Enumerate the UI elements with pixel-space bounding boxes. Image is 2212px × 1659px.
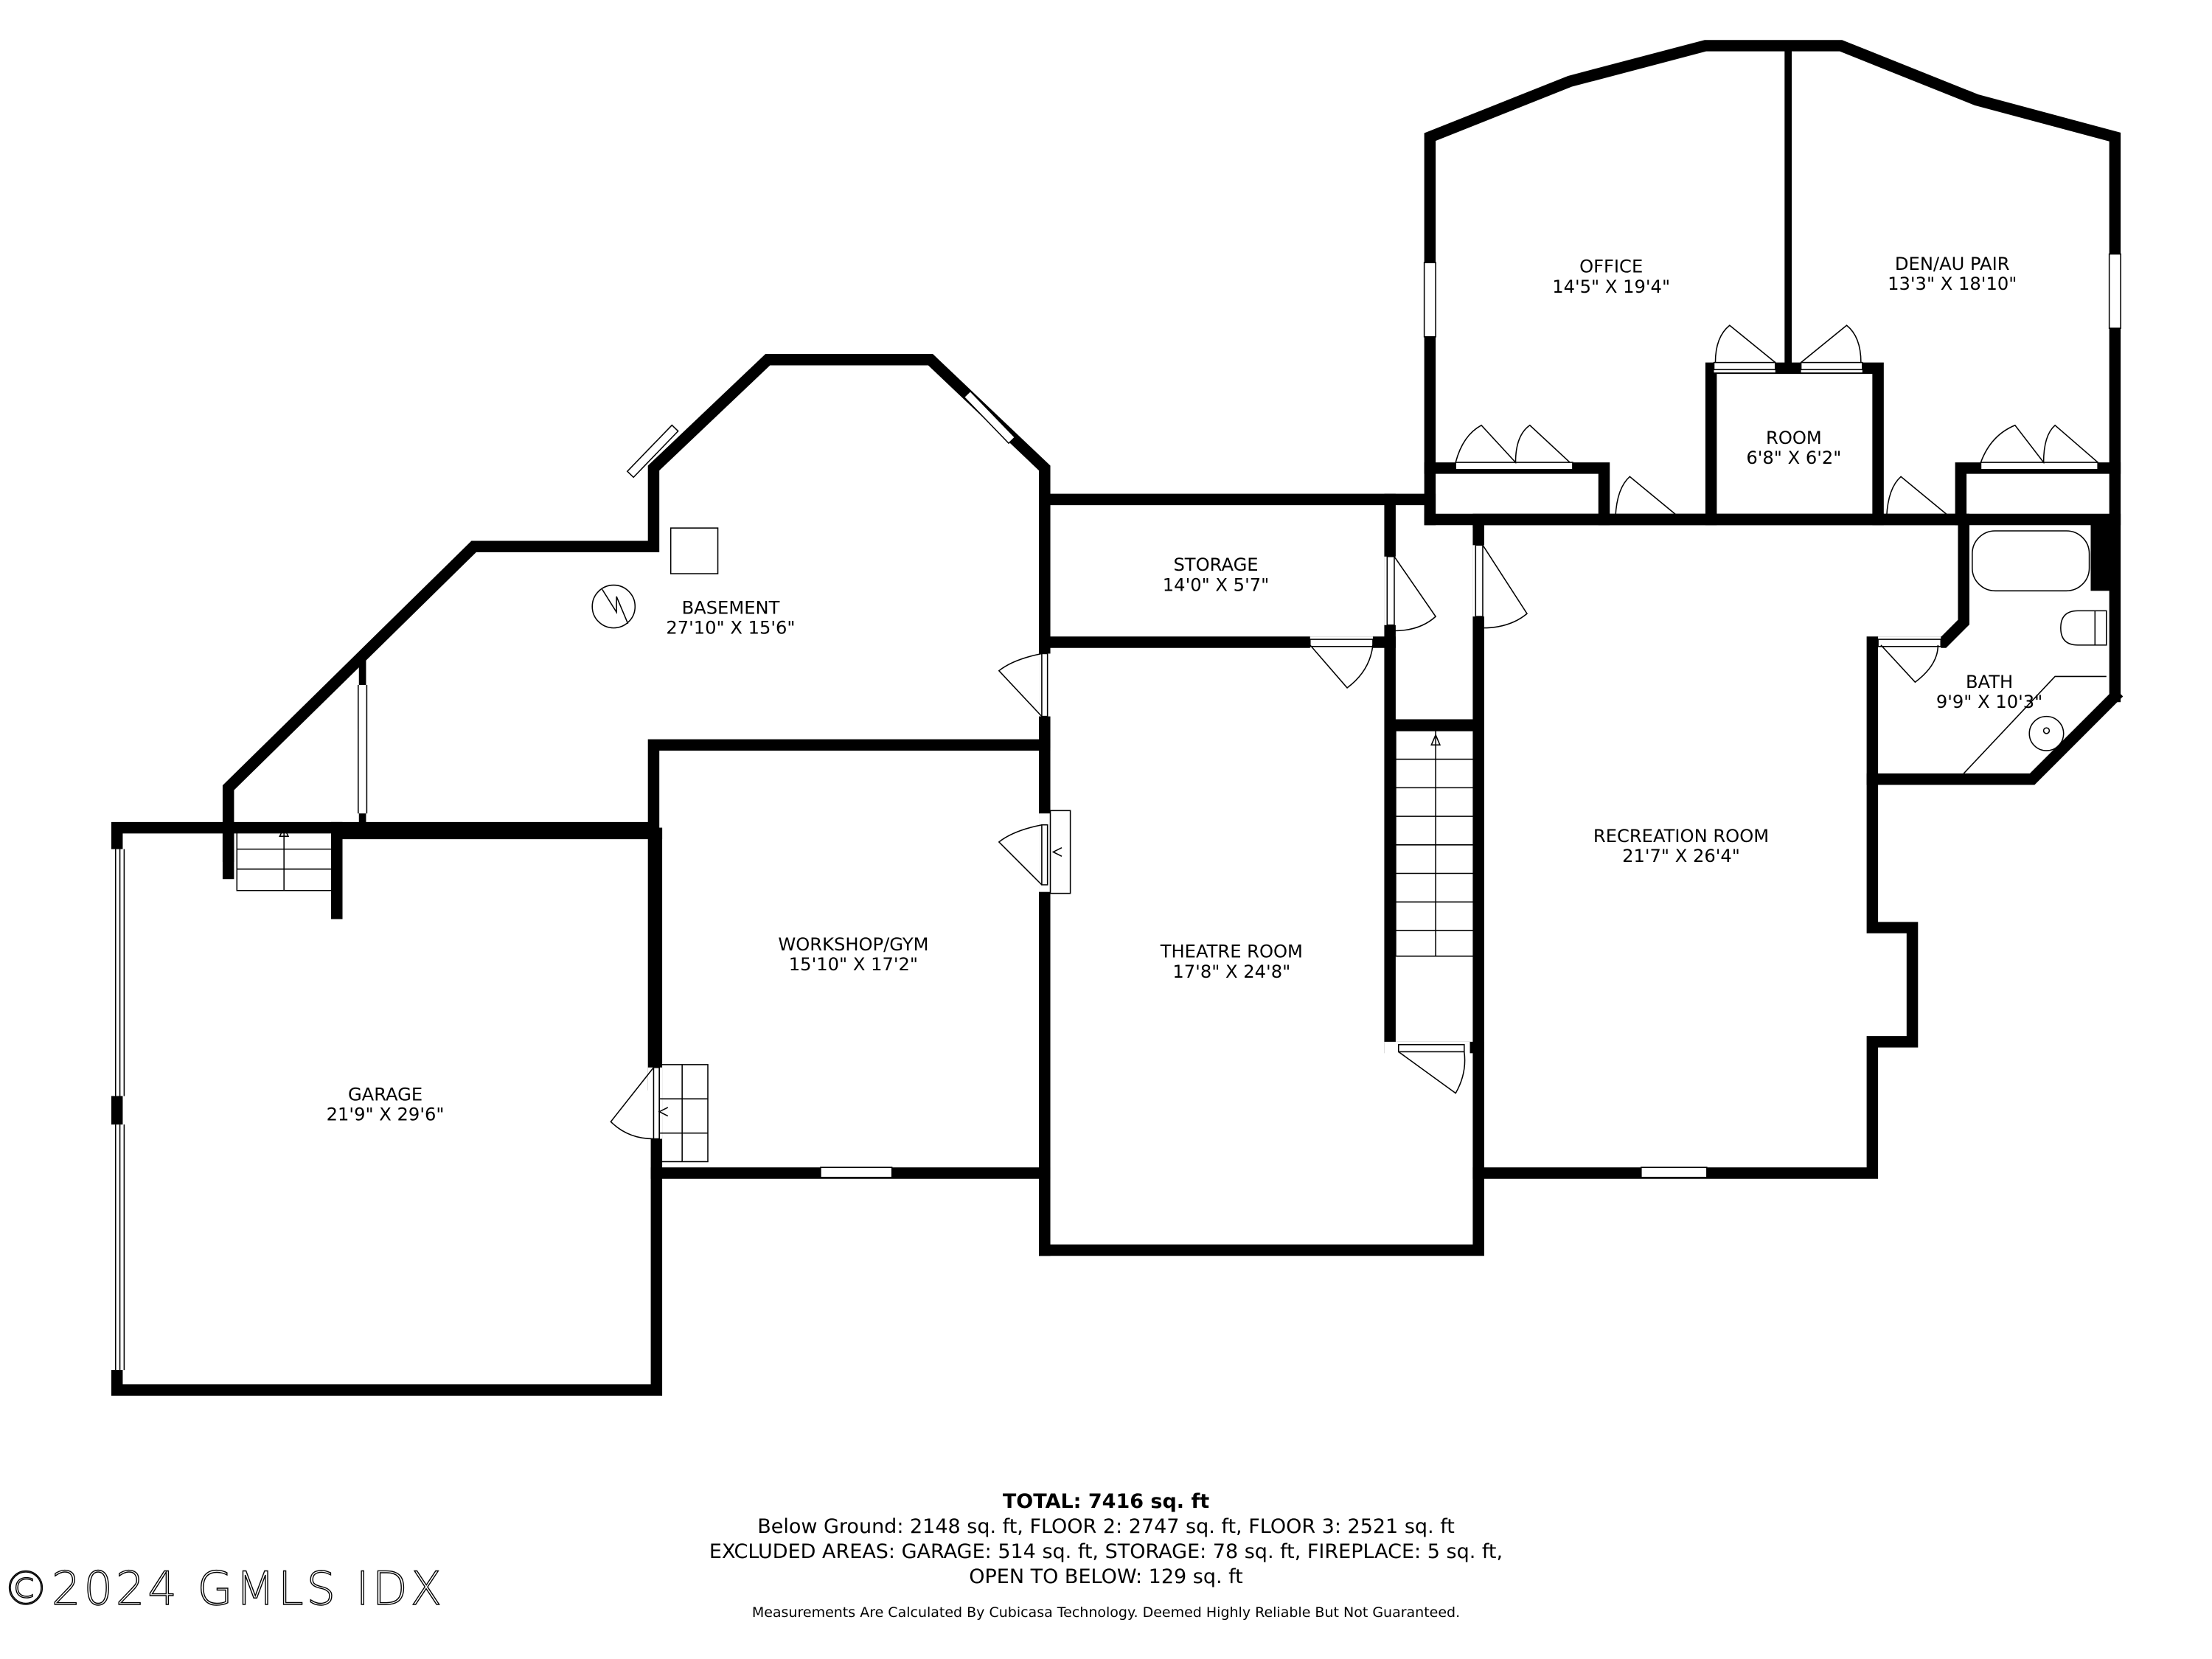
total-area: TOTAL: 7416 sq. ft (1002, 1490, 1210, 1513)
room-label-basement: BASEMENT 27'10" X 15'6" (666, 597, 795, 638)
svg-text:17'8" X 24'8": 17'8" X 24'8" (1172, 961, 1290, 982)
window (820, 1166, 893, 1178)
svg-text:14'5" X 19'4": 14'5" X 19'4" (1552, 276, 1670, 297)
bathtub-icon (1972, 530, 2090, 592)
open-to-below: OPEN TO BELOW: 129 sq. ft (969, 1565, 1243, 1588)
room-label-garage: GARAGE 21'9" X 29'6" (327, 1084, 445, 1124)
window (1423, 262, 1436, 338)
floor-breakdown: Below Ground: 2148 sq. ft, FLOOR 2: 2747… (757, 1515, 1455, 1538)
room-label-workshop: WORKSHOP/GYM 15'10" X 17'2" (778, 934, 928, 975)
bath-walls (1472, 513, 2111, 785)
window (1641, 1166, 1708, 1178)
disclaimer: Measurements Are Calculated By Cubicasa … (751, 1604, 1461, 1621)
svg-text:6'8" X 6'2": 6'8" X 6'2" (1746, 448, 1841, 468)
area-summary: TOTAL: 7416 sq. ft Below Ground: 2148 sq… (0, 1489, 2212, 1590)
stairs (222, 821, 343, 919)
window (963, 390, 1016, 445)
svg-text:9'9" X 10'3": 9'9" X 10'3" (1936, 692, 2042, 712)
svg-text:GARAGE: GARAGE (348, 1084, 422, 1105)
room-label-bath: BATH 9'9" X 10'3" (1936, 672, 2042, 712)
svg-text:27'10" X 15'6": 27'10" X 15'6" (666, 617, 795, 638)
sink-icon (2028, 715, 2065, 751)
room-label-office: OFFICE 14'5" X 19'4" (1552, 257, 1670, 297)
svg-text:ROOM: ROOM (1766, 428, 1822, 448)
svg-text:21'9" X 29'6": 21'9" X 29'6" (327, 1104, 445, 1124)
excluded-areas: EXCLUDED AREAS: GARAGE: 514 sq. ft, STOR… (709, 1540, 1503, 1563)
storage-theatre-walls (1039, 493, 2124, 1256)
door-swings-upper (1455, 324, 2098, 525)
svg-text:15'10" X 17'2": 15'10" X 17'2" (789, 954, 918, 975)
room-label-room: ROOM 6'8" X 6'2" (1746, 428, 1841, 468)
svg-text:21'7" X 26'4": 21'7" X 26'4" (1622, 846, 1740, 866)
toilet-icon (2060, 610, 2107, 646)
svg-text:BATH: BATH (1966, 672, 2013, 692)
room-label-recreation-room: RECREATION ROOM 21'7" X 26'4" (1593, 826, 1769, 866)
room-label-theatre: THEATRE ROOM 17'8" X 24'8" (1160, 942, 1303, 982)
svg-text:13'3" X 18'10": 13'3" X 18'10" (1888, 274, 2017, 294)
garage-walls (111, 821, 663, 1396)
svg-text:STORAGE: STORAGE (1173, 554, 1258, 575)
basement-walls (222, 354, 1051, 863)
room-label-den: DEN/AU PAIR 13'3" X 18'10" (1888, 254, 2017, 294)
window (2108, 253, 2121, 329)
stairs (658, 1064, 709, 1163)
window (626, 424, 679, 479)
water-heater-icon (591, 584, 636, 629)
copyright-watermark: ©2024 GMLS IDX (2, 1561, 445, 1615)
svg-text:OFFICE: OFFICE (1579, 257, 1643, 277)
svg-text:THEATRE ROOM: THEATRE ROOM (1160, 942, 1303, 962)
stairs (1395, 730, 1477, 957)
svg-text:BASEMENT: BASEMENT (682, 597, 780, 618)
svg-text:DEN/AU PAIR: DEN/AU PAIR (1895, 254, 2010, 274)
svg-text:14'0" X 5'7": 14'0" X 5'7" (1163, 574, 1269, 595)
svg-text:RECREATION ROOM: RECREATION ROOM (1593, 826, 1769, 846)
room-label-storage: STORAGE 14'0" X 5'7" (1163, 554, 1269, 595)
utility-box-icon (669, 527, 719, 574)
garage-door (115, 849, 125, 1371)
svg-text:WORKSHOP/GYM: WORKSHOP/GYM (778, 934, 928, 955)
